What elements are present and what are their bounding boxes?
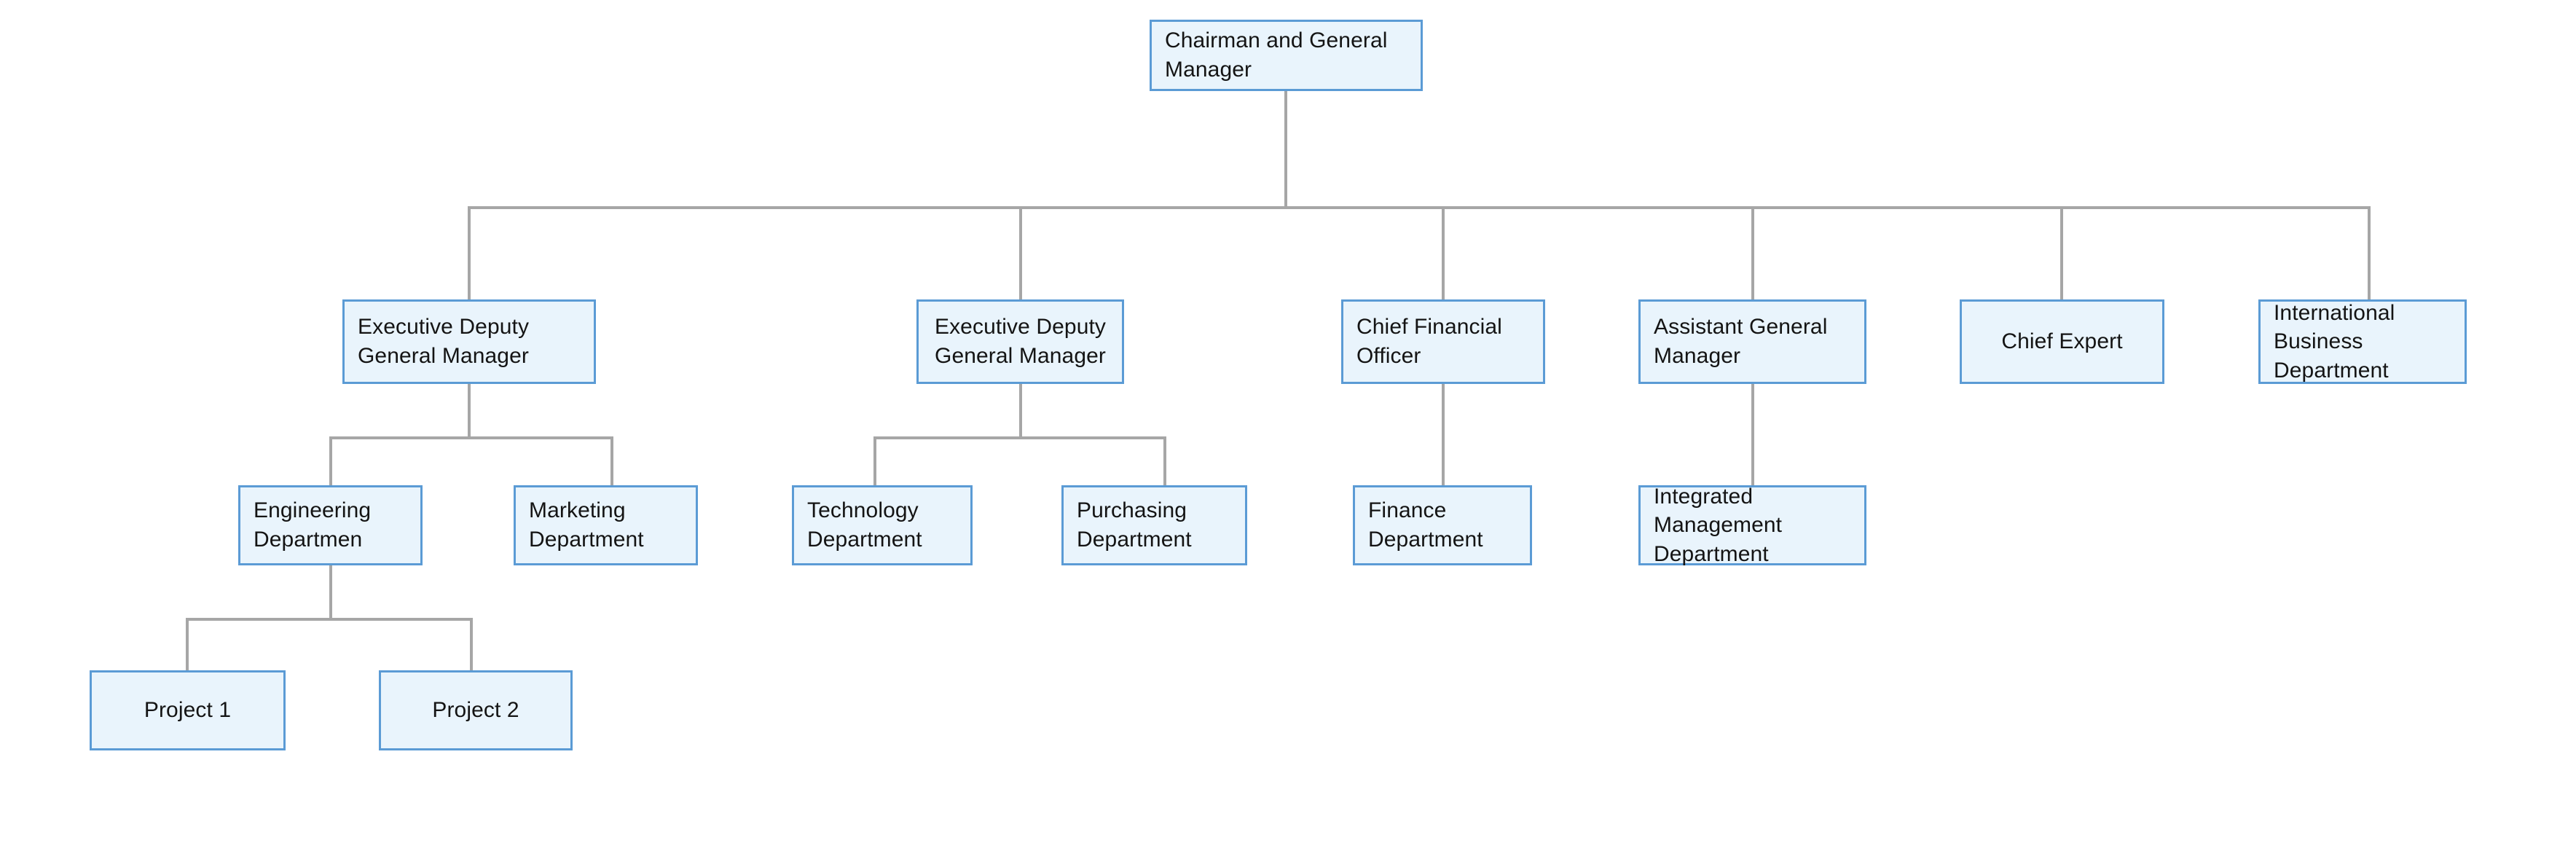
node-assistant-gm[interactable]: Assistant General Manager (1638, 299, 1866, 384)
connector-to-exec-deputy-gm-2 (1019, 206, 1022, 301)
node-exec-deputy-gm-1[interactable]: Executive Deputy General Manager (342, 299, 596, 384)
connector-exec-deputy-gm-2-bus (873, 436, 1166, 439)
node-project-1-label: Project 1 (144, 698, 232, 723)
connector-to-exec-deputy-gm-1 (468, 206, 471, 301)
connector-to-finance (1442, 384, 1445, 487)
connector-to-purchasing (1163, 436, 1166, 487)
node-international-business[interactable]: International Business Department (2258, 299, 2467, 384)
node-cfo[interactable]: Chief Financial Officer (1341, 299, 1545, 384)
connector-chairman-stem (1284, 91, 1287, 208)
node-integrated-management-department-label: Integrated Management Department (1654, 484, 1783, 566)
node-integrated-management-department[interactable]: Integrated Management Department (1638, 485, 1866, 566)
connector-engineering-bus (186, 618, 473, 621)
node-chairman-label: Chairman and General Manager (1165, 28, 1388, 82)
node-purchasing-department[interactable]: Purchasing Department (1061, 485, 1247, 565)
node-chief-expert[interactable]: Chief Expert (1960, 299, 2164, 384)
connector-to-marketing (610, 436, 613, 487)
connector-to-integrated-management (1751, 384, 1754, 487)
node-exec-deputy-gm-2[interactable]: Executive Deputy General Manager (916, 299, 1124, 384)
connector-to-technology (873, 436, 876, 487)
connector-to-assistant-gm (1751, 206, 1754, 301)
connector-to-project-1 (186, 618, 189, 672)
node-marketing-department[interactable]: Marketing Department (514, 485, 698, 565)
node-engineering-department[interactable]: Engineering Departmen (238, 485, 423, 565)
connector-exec-deputy-gm-2-stem (1019, 384, 1022, 439)
node-project-2-label: Project 2 (432, 698, 519, 723)
node-marketing-department-label: Marketing Department (529, 498, 644, 552)
node-technology-department-label: Technology Department (807, 498, 922, 552)
node-purchasing-department-label: Purchasing Department (1077, 498, 1192, 552)
connector-to-engineering (329, 436, 332, 487)
connector-level2-bus (468, 206, 2369, 209)
connector-to-cfo (1442, 206, 1445, 301)
connector-exec-deputy-gm-1-bus (329, 436, 613, 439)
node-finance-department[interactable]: Finance Department (1353, 485, 1532, 565)
node-exec-deputy-gm-2-label: Executive Deputy General Manager (934, 315, 1107, 368)
node-engineering-department-label: Engineering Departmen (254, 498, 372, 552)
node-chief-expert-label: Chief Expert (2001, 329, 2123, 354)
connector-to-project-2 (470, 618, 473, 672)
node-cfo-label: Chief Financial Officer (1356, 315, 1502, 368)
node-exec-deputy-gm-1-label: Executive Deputy General Manager (358, 315, 530, 368)
node-chairman[interactable]: Chairman and General Manager (1150, 20, 1423, 91)
connector-engineering-stem (329, 565, 332, 621)
node-international-business-label: International Business Department (2274, 300, 2395, 383)
node-finance-department-label: Finance Department (1368, 498, 1483, 552)
node-project-1[interactable]: Project 1 (90, 670, 286, 750)
node-technology-department[interactable]: Technology Department (792, 485, 973, 565)
connector-to-international-business (2368, 206, 2371, 301)
node-project-2[interactable]: Project 2 (379, 670, 573, 750)
connector-to-chief-expert (2060, 206, 2063, 301)
connector-exec-deputy-gm-1-stem (468, 384, 471, 439)
node-assistant-gm-label: Assistant General Manager (1654, 315, 1828, 368)
